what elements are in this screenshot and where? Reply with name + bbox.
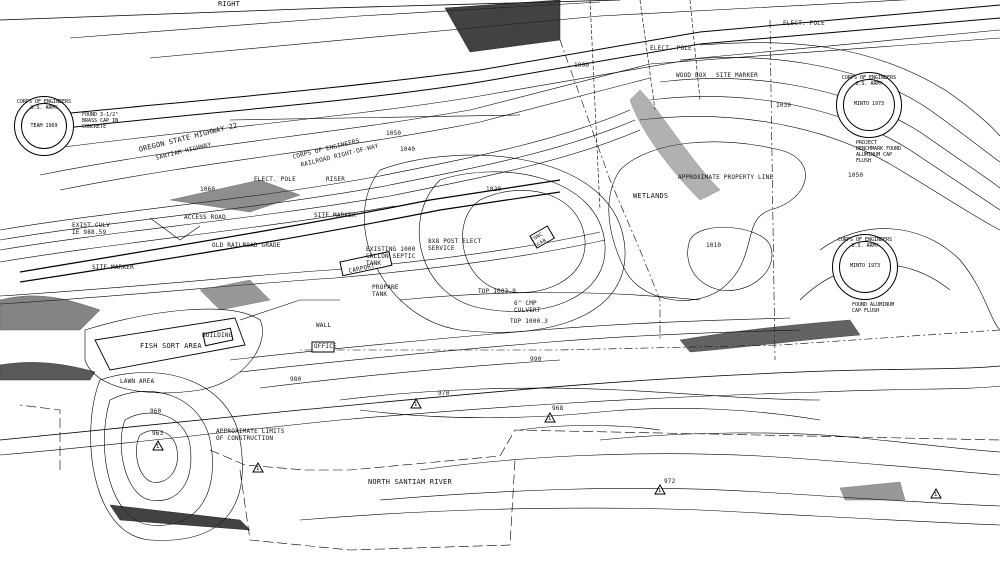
culvert-elev-label: IE 988.59 (72, 229, 107, 236)
note-triangle-marker-2 (544, 412, 556, 423)
north-santiam-river-label: NORTH SANTIAM RIVER (368, 478, 452, 486)
culvert-label: 6" CMP CULVERT (514, 300, 541, 314)
note-triangle-number-5: 1 (658, 488, 662, 494)
wood-box-label: WOOD BOX (676, 72, 707, 79)
post-elect-label: 8X8 POST ELECT SERVICE (428, 238, 482, 252)
note-triangle-number-4: 1 (256, 466, 260, 472)
note-triangle-marker-3 (152, 440, 164, 451)
riser-label: RISER (326, 176, 346, 183)
wall-label: WALL (316, 322, 332, 329)
right-of-way-label: RIGHT (218, 0, 241, 8)
note-triangle-number-2: 1 (548, 416, 552, 422)
top-culvert-2-label: TOP 1000.3 (510, 318, 549, 325)
note-triangle-number-1: 1 (414, 402, 418, 408)
old-railroad-grade-label: OLD RAILROAD GRADE (212, 242, 281, 249)
lawn-area-label: LAWN AREA (120, 378, 155, 385)
elect-pole-label-1: ELECT. POLE (254, 176, 296, 183)
contour-label-960: 960 (150, 408, 162, 415)
fish-sort-area-label: FISH SORT AREA (140, 342, 202, 350)
note-triangle-marker-5 (654, 484, 666, 495)
culvert-callout-label: EXIST CULV (72, 222, 111, 229)
contour-label-1060: 1060 (200, 186, 216, 193)
building-label: BUILDING (202, 332, 233, 339)
contour-label-1000: 1000 (574, 62, 590, 69)
wetlands-label: WETLANDS (633, 192, 669, 200)
elect-pole-label-3: ELECT. POLE (783, 20, 825, 27)
survey-monument-2: CORPS OF ENGINEERS U.S. ARMY MINTO 1973 (836, 72, 902, 138)
contour-label-972: 972 (664, 478, 676, 485)
site-marker-label-2: SITE MARKER (314, 212, 356, 219)
survey-monument-1-arc: CORPS OF ENGINEERS U.S. ARMY (16, 99, 72, 111)
contour-label-990: 990 (530, 356, 542, 363)
survey-monument-2-arc: CORPS OF ENGINEERS U.S. ARMY (841, 75, 897, 87)
survey-monument-3-note: FOUND ALUMINUM CAP FLUSH (852, 302, 895, 314)
contour-label-1050: 1050 (386, 130, 402, 137)
survey-monument-1: CORPS OF ENGINEERS U.S. ARMY TEAM 1969 (14, 96, 74, 156)
elect-pole-label-2: ELECT. POLE (650, 45, 692, 52)
approx-property-line-label: APPROXIMATE PROPERTY LINE (678, 174, 774, 181)
contour-label-1020: 1020 (486, 186, 502, 193)
survey-monument-2-center: MINTO 1973 (853, 101, 885, 108)
survey-monument-1-note: FOUND 3-1/2" BRASS CAP IN CONCRETE (82, 112, 119, 130)
note-triangle-marker-4 (252, 462, 264, 473)
site-marker-label-1: SITE MARKER (92, 264, 134, 271)
note-triangle-number-6: 1 (934, 492, 938, 498)
approx-limits-label: APPROXIMATE LIMITS OF CONSTRUCTION (216, 428, 285, 442)
contour-label-1010: 1010 (706, 242, 722, 249)
contour-label-968: 968 (552, 405, 564, 412)
access-road-label: ACCESS ROAD (184, 214, 226, 221)
note-triangle-number-3: 1 (156, 444, 160, 450)
contour-label-1030: 1030 (776, 102, 792, 109)
existing-septic-label: EXISTING 1000 GALLON SEPTIC TANK (366, 246, 416, 267)
survey-monument-1-center: TEAM 1969 (30, 122, 58, 129)
contour-label-970: 970 (438, 390, 450, 397)
site-marker-label-3: SITE MARKER (716, 72, 758, 79)
note-triangle-marker-6 (930, 488, 942, 499)
survey-monument-3-center: MINTO 1973 (849, 263, 881, 270)
contour-label-1050b: 1050 (848, 172, 864, 179)
contour-label-963: 963 (152, 430, 164, 437)
note-triangle-marker-1 (410, 398, 422, 409)
contour-label-1040: 1040 (400, 146, 416, 153)
top-culvert-label: TOP 1003.9 (478, 288, 517, 295)
office-label: OFFICE (314, 343, 337, 350)
survey-monument-3: CORPS OF ENGINEERS U.S. ARMY MINTO 1973 (832, 234, 898, 300)
propane-tank-label: PROPANE TANK (372, 284, 399, 298)
survey-monument-3-arc: CORPS OF ENGINEERS U.S. ARMY (837, 237, 893, 249)
survey-monument-2-note: PROJECT BENCHMARK FOUND ALUMINUM CAP FLU… (856, 140, 902, 164)
contour-label-980: 980 (290, 376, 302, 383)
